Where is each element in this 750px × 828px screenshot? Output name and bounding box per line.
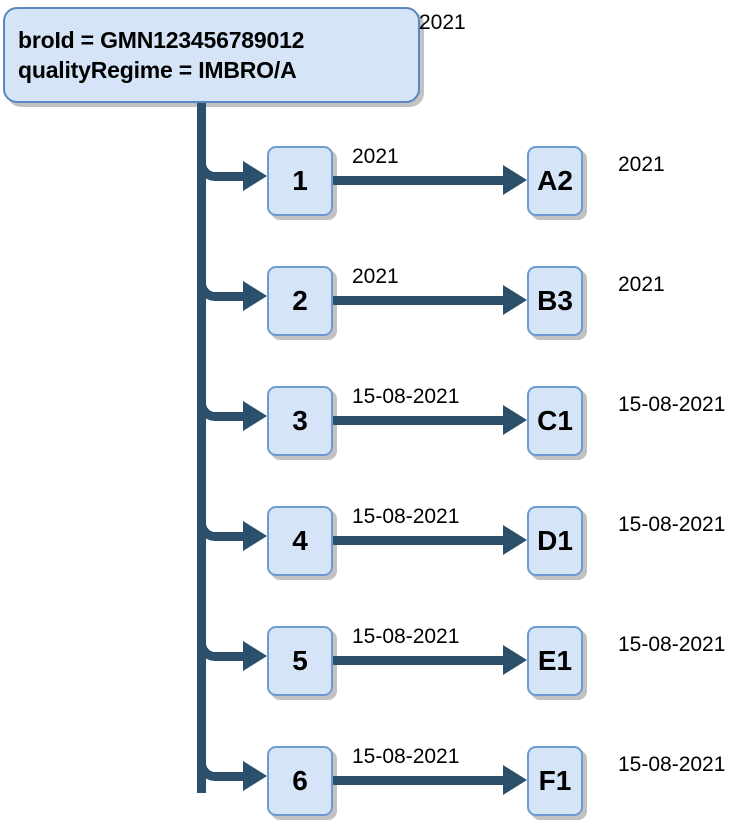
source-node-row-6[interactable]: 6	[267, 746, 333, 816]
source-node-row-2[interactable]: 2	[267, 266, 333, 336]
root-node-line-qualityregime: qualityRegime = IMBRO/A	[18, 57, 297, 83]
elbow-connector-row-3	[197, 385, 229, 421]
trailing-label-row-3: 15-08-2021	[618, 393, 726, 416]
edge-line-row-3	[333, 416, 515, 425]
edge-label-row-2: 2021	[352, 265, 399, 288]
elbow-connector-row-1	[197, 145, 229, 181]
arrowhead-into-target-row-6	[503, 765, 527, 795]
elbow-stem-row-1	[215, 172, 243, 181]
elbow-connector-row-6	[197, 745, 229, 781]
arrowhead-into-node-row-2	[243, 281, 267, 311]
edge-label-row-3: 15-08-2021	[352, 385, 460, 408]
edge-label-row-1: 2021	[352, 145, 399, 168]
arrowhead-into-node-row-5	[243, 641, 267, 671]
elbow-stem-row-6	[215, 772, 243, 781]
trailing-label-row-6: 15-08-2021	[618, 753, 726, 776]
target-node-row-1[interactable]: A2	[527, 146, 583, 216]
edge-label-row-6: 15-08-2021	[352, 745, 460, 768]
elbow-connector-row-4	[197, 505, 229, 541]
arrowhead-into-node-row-3	[243, 401, 267, 431]
arrowhead-into-node-row-6	[243, 761, 267, 791]
elbow-stem-row-2	[215, 292, 243, 301]
source-node-row-5[interactable]: 5	[267, 626, 333, 696]
source-node-row-1[interactable]: 1	[267, 146, 333, 216]
trailing-label-row-2: 2021	[618, 273, 665, 296]
root-trailing-label: 2021	[419, 11, 466, 34]
elbow-stem-row-3	[215, 412, 243, 421]
source-node-row-4[interactable]: 4	[267, 506, 333, 576]
edge-line-row-2	[333, 296, 515, 305]
edge-line-row-5	[333, 656, 515, 665]
arrowhead-into-target-row-3	[503, 405, 527, 435]
target-node-row-3[interactable]: C1	[527, 386, 583, 456]
edge-line-row-6	[333, 776, 515, 785]
elbow-connector-row-2	[197, 265, 229, 301]
edge-label-row-4: 15-08-2021	[352, 505, 460, 528]
edge-line-row-4	[333, 536, 515, 545]
root-node[interactable]: broId = GMN123456789012 qualityRegime = …	[3, 7, 420, 103]
root-node-line-broid: broId = GMN123456789012	[18, 27, 305, 53]
arrowhead-into-target-row-5	[503, 645, 527, 675]
target-node-row-5[interactable]: E1	[527, 626, 583, 696]
target-node-row-2[interactable]: B3	[527, 266, 583, 336]
arrowhead-into-node-row-1	[243, 161, 267, 191]
arrowhead-into-node-row-4	[243, 521, 267, 551]
edge-line-row-1	[333, 176, 515, 185]
arrowhead-into-target-row-2	[503, 285, 527, 315]
trailing-label-row-4: 15-08-2021	[618, 513, 726, 536]
elbow-stem-row-4	[215, 532, 243, 541]
target-node-row-6[interactable]: F1	[527, 746, 583, 816]
target-node-row-4[interactable]: D1	[527, 506, 583, 576]
arrowhead-into-target-row-1	[503, 165, 527, 195]
elbow-connector-row-5	[197, 625, 229, 661]
trailing-label-row-5: 15-08-2021	[618, 633, 726, 656]
trailing-label-row-1: 2021	[618, 153, 665, 176]
edge-label-row-5: 15-08-2021	[352, 625, 460, 648]
arrowhead-into-target-row-4	[503, 525, 527, 555]
trunk-connector	[197, 103, 206, 793]
elbow-stem-row-5	[215, 652, 243, 661]
source-node-row-3[interactable]: 3	[267, 386, 333, 456]
